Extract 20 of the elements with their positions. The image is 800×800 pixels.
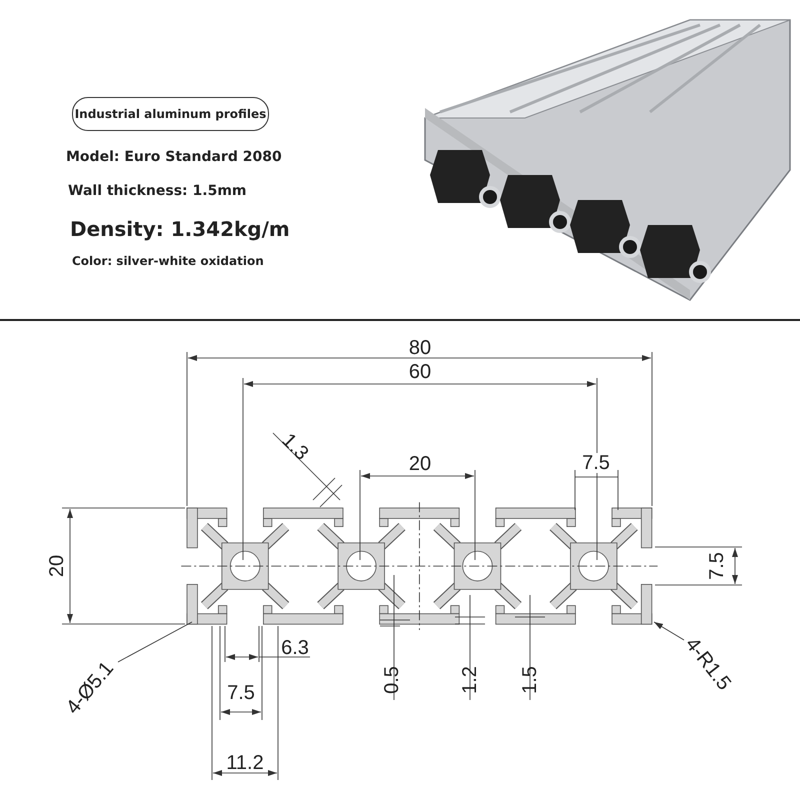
leader-line bbox=[654, 622, 684, 640]
dimension-value: 1.3 bbox=[278, 430, 312, 464]
dimension-value: 0.5 bbox=[382, 666, 402, 694]
dimension-value: 1.5 bbox=[520, 666, 540, 694]
spec-text: Model: Euro Standard 2080 bbox=[66, 150, 282, 164]
category-pill: Industrial aluminum profiles bbox=[72, 97, 269, 131]
dimension-value: 60 bbox=[408, 362, 432, 382]
spec-text: Wall thickness: 1.5mm bbox=[68, 184, 247, 198]
dimension-value: 1.2 bbox=[460, 666, 480, 694]
dimension-value: 20 bbox=[408, 454, 432, 474]
dimension-value: 20 bbox=[47, 554, 67, 578]
dimension-value: 7.5 bbox=[227, 683, 255, 703]
leader-line bbox=[118, 622, 192, 662]
dimension-value: 80 bbox=[408, 338, 432, 358]
dimension-value: 11.2 bbox=[226, 753, 264, 773]
spec-text: Color: silver-white oxidation bbox=[72, 255, 264, 267]
dimension-value: 7.5 bbox=[580, 453, 612, 473]
dimension-value: 6.3 bbox=[281, 638, 309, 658]
spec-text: Density: 1.342kg/m bbox=[70, 219, 290, 239]
dimension-value: 7.5 bbox=[707, 552, 727, 580]
